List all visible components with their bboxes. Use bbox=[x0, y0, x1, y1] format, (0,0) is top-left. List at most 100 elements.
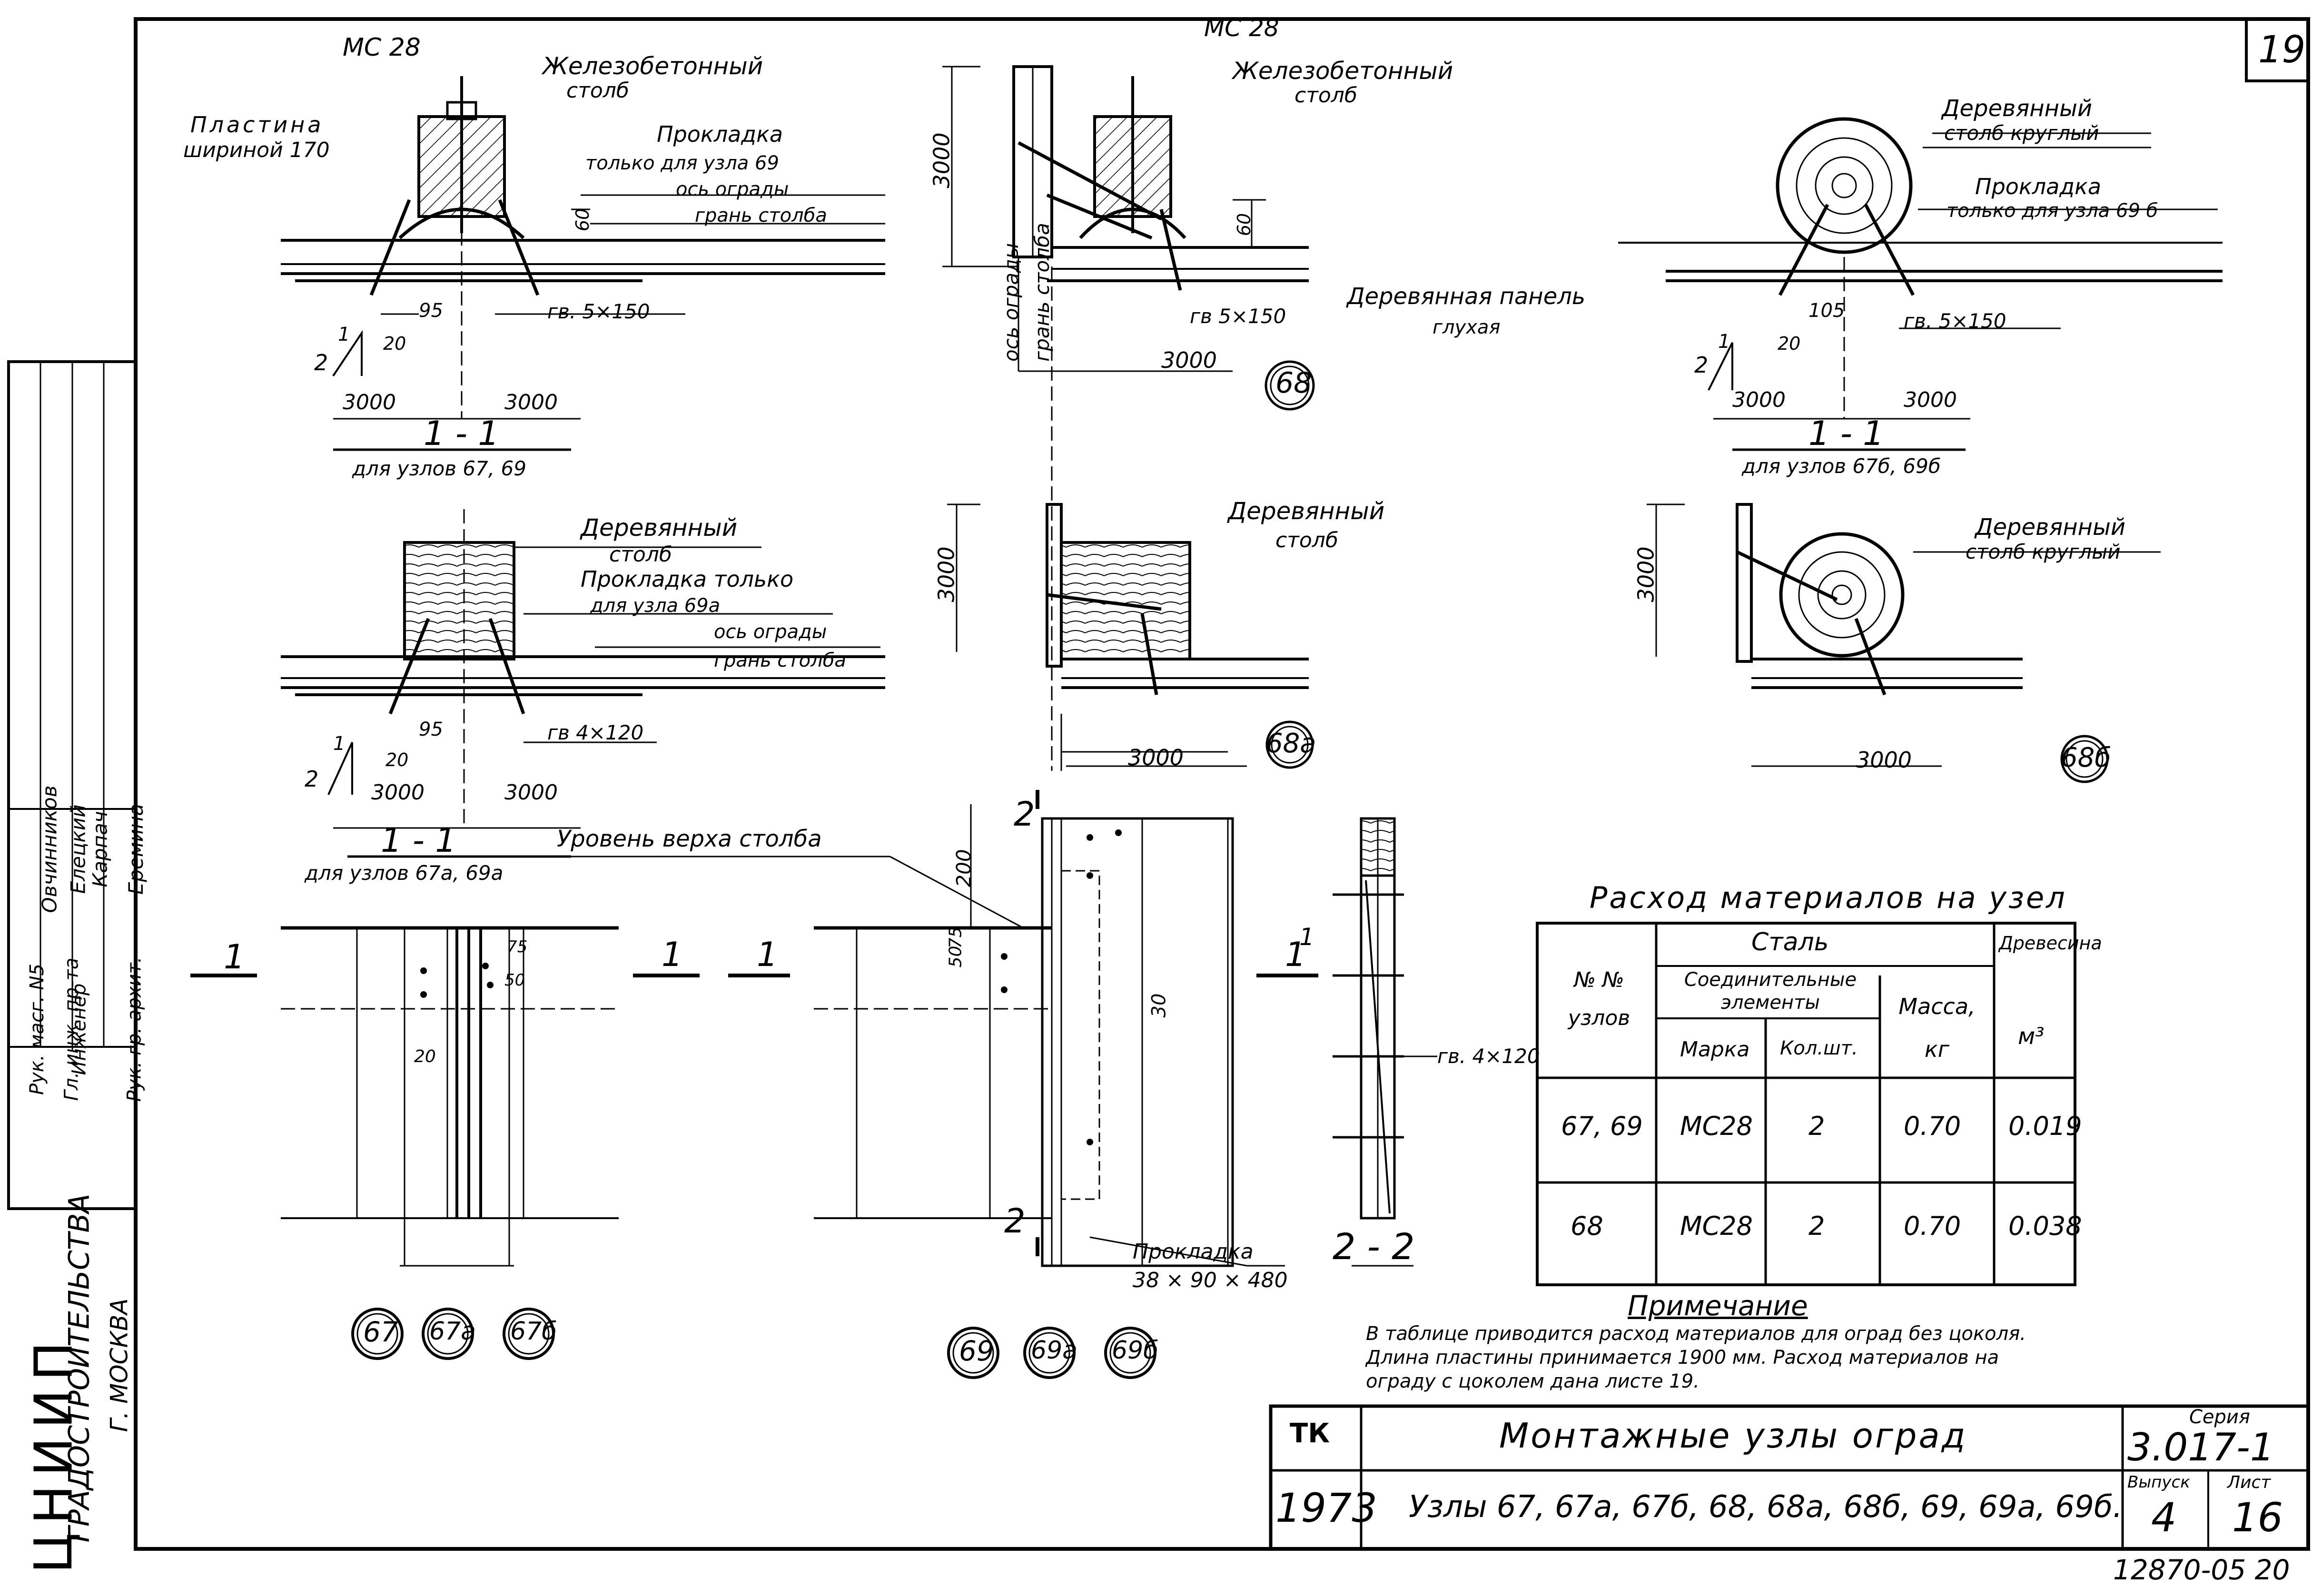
stamp-name-2: Елецкий bbox=[66, 804, 90, 894]
cut-mark-2: 1 bbox=[662, 935, 683, 974]
label-concrete-post-a: Железобетонный bbox=[543, 52, 763, 80]
label-round-post-c: столб круглый bbox=[1944, 121, 2099, 145]
stamp-role-1: Рук. масг. N5 bbox=[26, 964, 48, 1095]
label-wood-post-c: Деревянный bbox=[1942, 95, 2093, 122]
label-fence-axis-a: ось ограды bbox=[676, 178, 789, 200]
section-2-2 bbox=[1256, 817, 1437, 1267]
cut-mark-1: 1 bbox=[224, 937, 245, 976]
label-fence-axis-d: ось ограды bbox=[714, 621, 827, 643]
stamp-name-4: Еремина bbox=[124, 803, 148, 895]
materials-table-grid bbox=[1536, 922, 2076, 1286]
label-pad-c: Прокладка bbox=[1975, 174, 2102, 199]
label-nail-a: гв. 5×150 bbox=[547, 300, 650, 323]
section-caption-c: для узлов 67б, 69б bbox=[1742, 454, 1941, 478]
th-connectors: Соединительные элементы bbox=[1684, 969, 1857, 1014]
stamp-name-3: Карпач bbox=[88, 811, 112, 887]
label-blind: глухая bbox=[1433, 316, 1501, 338]
section-1-1-a: 1 - 1 bbox=[424, 414, 499, 453]
label-mc28-a: МС 28 bbox=[343, 33, 421, 62]
drawing-mid-right bbox=[1647, 503, 2161, 783]
section-1-1-d: 1 - 1 bbox=[381, 821, 456, 860]
dim-95-a: 95 bbox=[419, 300, 443, 322]
label-wood-post-f: Деревянный bbox=[1975, 514, 2126, 541]
slope-1-c: 1 bbox=[1718, 331, 1730, 353]
title-subtitle: Узлы 67, 67а, 67б, 68, 68а, 68б, 69, 69а… bbox=[1409, 1489, 2123, 1525]
dim-20-c: 20 bbox=[1778, 333, 1801, 354]
issue-label: Выпуск bbox=[2127, 1473, 2190, 1492]
dim-20-elev: 20 bbox=[414, 1047, 436, 1066]
dim-75-a: 75 bbox=[507, 937, 528, 956]
dim-95-d: 95 bbox=[419, 719, 443, 740]
page-number: 19 bbox=[2258, 29, 2306, 71]
dim-20-a: 20 bbox=[383, 333, 406, 354]
slope-2-d: 2 bbox=[305, 766, 319, 792]
cut-mark-3: 1 bbox=[757, 935, 778, 974]
label-wood-panel: Деревянная панель bbox=[1347, 283, 1586, 310]
section-2-2-label: 2 - 2 bbox=[1333, 1225, 1415, 1268]
label-pad-d: Прокладка только bbox=[581, 566, 794, 592]
page-number-box bbox=[2245, 19, 2308, 82]
dim-3000-e: 3000 bbox=[1128, 745, 1184, 770]
left-stamp bbox=[7, 360, 137, 1210]
table-title: Расход материалов на узел bbox=[1590, 880, 2067, 915]
th-qty: Кол.шт. bbox=[1780, 1037, 1858, 1059]
issue-value: 4 bbox=[2151, 1494, 2177, 1541]
sheet-value: 16 bbox=[2232, 1494, 2283, 1541]
node-69a: 69а bbox=[1031, 1336, 1078, 1365]
dim-75-b: 75 bbox=[946, 926, 966, 949]
row1-qty: 2 bbox=[1808, 1111, 1825, 1141]
label-nail-c: гв. 5×150 bbox=[1904, 309, 2006, 333]
cut-mark-6: 2 bbox=[1014, 795, 1035, 834]
dim-3000-a2: 3000 bbox=[504, 390, 558, 414]
th-mass: Масса, кг bbox=[1898, 994, 1976, 1062]
th-steel: Сталь bbox=[1751, 928, 1829, 956]
dim-3000-f: 3000 bbox=[1856, 747, 1912, 773]
node-67: 67 bbox=[363, 1316, 398, 1348]
stamp-name-1: Овчинников bbox=[38, 785, 61, 913]
row1-wood: 0.019 bbox=[2008, 1111, 2082, 1141]
section-caption-d: для узлов 67а, 69а bbox=[305, 861, 504, 885]
note-title: Примечание bbox=[1628, 1290, 1808, 1322]
label-pad-a: Прокладка bbox=[657, 121, 783, 147]
label-post-d: столб bbox=[609, 542, 672, 567]
title-code: ТК bbox=[1290, 1418, 1330, 1449]
dim-3000-e-vert: 3000 bbox=[933, 546, 959, 602]
label-nail-b: гв 5×150 bbox=[1190, 305, 1286, 328]
th-wood-unit: м³ bbox=[2018, 1023, 2045, 1050]
label-pad-size: 38 × 90 × 480 bbox=[1133, 1268, 1288, 1292]
label-pad-elev: Прокладка bbox=[1133, 1240, 1254, 1264]
organization-subtitle: ГРАДОСТРОИТЕЛЬСТВА bbox=[62, 1193, 96, 1543]
drawing-top-middle bbox=[942, 65, 1315, 771]
row2-qty: 2 bbox=[1808, 1211, 1825, 1241]
label-pad-node69b: только для узла 69 б bbox=[1947, 200, 2158, 222]
label-plate-width: шириной 170 bbox=[183, 138, 330, 162]
label-wood-post-e: Деревянный bbox=[1228, 497, 1385, 525]
node-circles bbox=[351, 1308, 1156, 1379]
title-year: 1973 bbox=[1275, 1485, 1377, 1531]
dim-3000-c1: 3000 bbox=[1732, 388, 1786, 412]
dim-3000-b-vert: 3000 bbox=[929, 132, 955, 188]
slope-2-c: 2 bbox=[1694, 352, 1709, 378]
dim-3000-d1: 3000 bbox=[371, 780, 425, 805]
row1-mark: МС28 bbox=[1680, 1111, 1753, 1141]
dim-30: 30 bbox=[1148, 993, 1170, 1018]
stamp-role-3: Инженер bbox=[68, 983, 90, 1075]
dim-50-b: 50 bbox=[946, 946, 966, 968]
slope-2-a: 2 bbox=[314, 350, 328, 375]
label-plate: Пластина bbox=[190, 112, 324, 138]
dim-60-a: 60 bbox=[572, 208, 593, 232]
label-post-e: столб bbox=[1275, 528, 1338, 552]
note-line-2: Длина пластины принимается 1900 мм. Расх… bbox=[1366, 1347, 1999, 1369]
row2-mark: МС28 bbox=[1680, 1211, 1753, 1241]
node-68a-label: 68а bbox=[1266, 728, 1316, 759]
dim-3000-f-vert: 3000 bbox=[1633, 546, 1659, 602]
cut-mark-4: 1 bbox=[1285, 935, 1306, 974]
node-68-label: 68 bbox=[1275, 366, 1312, 400]
dim-105-c: 105 bbox=[1808, 300, 1845, 322]
series-value: 3.017-1 bbox=[2127, 1425, 2274, 1469]
label-post-face-d: грань столба bbox=[714, 650, 846, 671]
sheet-label: Лист bbox=[2227, 1473, 2271, 1492]
drawing-top-left bbox=[281, 76, 885, 451]
label-post-a: столб bbox=[566, 79, 629, 103]
